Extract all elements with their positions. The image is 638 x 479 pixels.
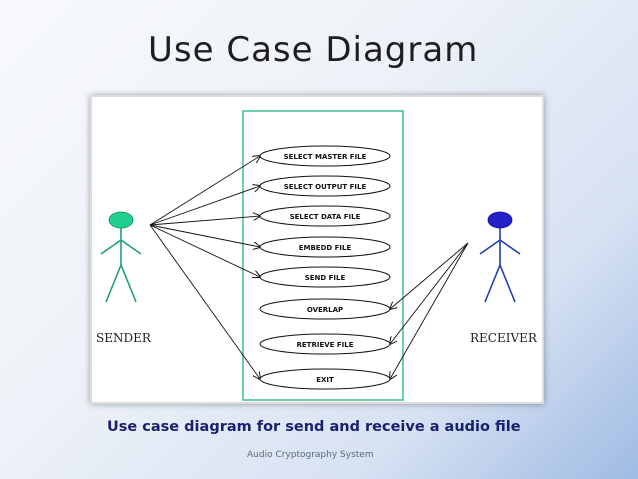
system-boundary: [242, 110, 404, 401]
actor-sender: SENDER: [96, 211, 152, 345]
use-case-overlap: OVERLAP: [259, 298, 391, 320]
sender-association-line: [149, 216, 260, 226]
sender-association-line: [149, 186, 260, 226]
use-case-label: SELECT OUTPUT FILE: [284, 183, 367, 191]
use-case-label: RETRIEVE FILE: [297, 341, 354, 349]
use-case-label: SELECT DATA FILE: [290, 213, 361, 221]
sender-body-icon: [100, 228, 142, 303]
use-case-label: EXIT: [316, 376, 334, 384]
sender-association-line: [149, 156, 260, 226]
receiver-association-line: [390, 242, 469, 309]
use-case-exit: EXIT: [259, 368, 391, 390]
use-case-label: OVERLAP: [307, 306, 343, 314]
sender-association-line: [149, 224, 260, 379]
use-case-embedd-file: EMBEDD FILE: [259, 236, 391, 258]
use-case-select-data-file: SELECT DATA FILE: [259, 205, 391, 227]
use-case-label: EMBEDD FILE: [299, 244, 352, 252]
use-case-label: SELECT MASTER FILE: [284, 153, 367, 161]
use-case-select-output-file: SELECT OUTPUT FILE: [259, 175, 391, 197]
use-case-retrieve-file: RETRIEVE FILE: [259, 333, 391, 355]
receiver-association-line: [390, 242, 469, 344]
receiver-body-icon: [479, 228, 521, 303]
receiver-head-icon: [487, 211, 513, 229]
sender-head-icon: [108, 211, 134, 229]
diagram-canvas: SELECT MASTER FILE SELECT OUTPUT FILE SE…: [96, 110, 538, 401]
sender-label: SENDER: [96, 331, 152, 345]
association-lines: [149, 156, 469, 379]
use-case-send-file: SEND FILE: [259, 266, 391, 288]
use-case-label: SEND FILE: [305, 274, 346, 282]
receiver-label: RECEIVER: [470, 331, 538, 345]
slide-title: Use Case Diagram: [148, 30, 479, 70]
slide-footer: Audio Cryptography System: [247, 450, 374, 460]
use-case-select-master-file: SELECT MASTER FILE: [259, 145, 391, 167]
sender-association-line: [149, 224, 260, 277]
actor-receiver: RECEIVER: [470, 211, 538, 345]
slide-caption: Use case diagram for send and receive a …: [107, 419, 521, 435]
receiver-association-line: [390, 242, 469, 379]
use-case-group: SELECT MASTER FILE SELECT OUTPUT FILE SE…: [259, 145, 391, 390]
sender-association-line: [149, 224, 260, 247]
use-case-diagram: SELECT MASTER FILE SELECT OUTPUT FILE SE…: [90, 95, 544, 404]
